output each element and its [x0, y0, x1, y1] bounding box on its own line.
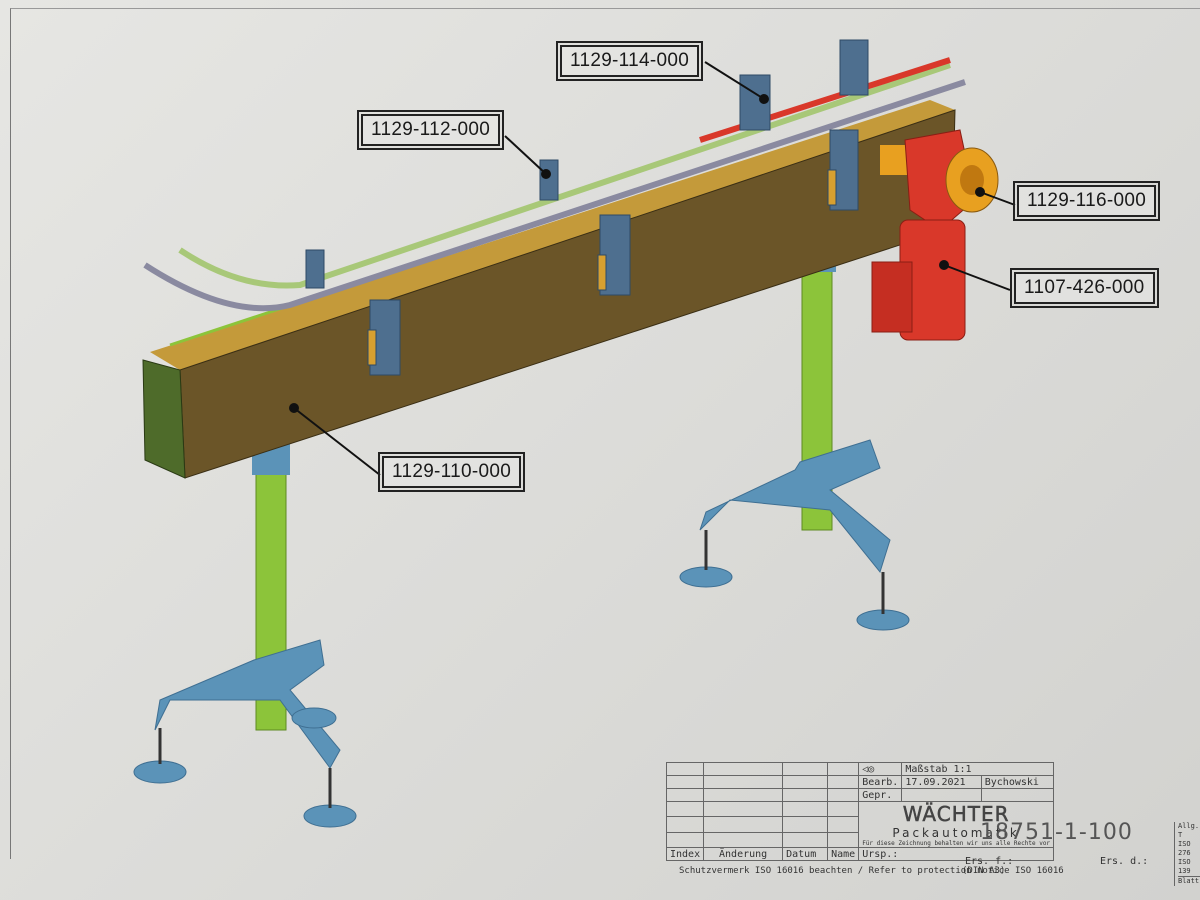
sheet-label: Blatt: [1178, 876, 1200, 885]
replaces-label: Ers. f.:: [965, 856, 1014, 867]
column-date: Datum: [782, 847, 829, 861]
general-tolerances: Allg. T ISO 276 ISO 139 Blatt: [1174, 822, 1200, 886]
projection-symbol: ◁◎: [858, 762, 903, 776]
callout-label: 1129-116-000: [1017, 185, 1157, 217]
tolerance-line: Allg. T: [1178, 822, 1200, 839]
protection-notice: Schutzvermerk ISO 16016 beachten / Refer…: [679, 866, 1064, 876]
scale: Maßstab 1:1: [901, 762, 1055, 776]
sheet-border: [10, 8, 1200, 859]
clamps: [305, 39, 869, 376]
title-block: ◁◎ Maßstab 1:1 Bearb. 17.09.2021 Bychows…: [665, 762, 1200, 877]
callout-1107-426-000: 1107-426-000: [1010, 268, 1159, 308]
replaced-by-label: Ers. d.:: [1100, 856, 1149, 867]
leader-lines: [289, 61, 1016, 476]
column-name: Name: [827, 847, 860, 861]
conveyor-frame: [142, 96, 956, 479]
tolerance-line: ISO 276: [1178, 840, 1191, 857]
callout-label: 1107-426-000: [1014, 272, 1155, 304]
tolerance-line: ISO 139: [1178, 858, 1191, 875]
edited-label: Bearb.: [858, 775, 903, 789]
checked-label: Gepr.: [858, 788, 903, 802]
edited-date: 17.09.2021: [901, 775, 982, 789]
callout-label: 1129-112-000: [361, 114, 501, 146]
gear-motor: [871, 129, 999, 341]
drawing-number: 18751-1-100: [980, 820, 1133, 845]
callout-1129-114-000: 1129-114-000: [556, 41, 704, 81]
rights-notice: Für diese Zeichnung behalten wir uns all…: [862, 840, 1051, 847]
callout-label: 1129-114-000: [560, 45, 700, 77]
front-leg: [133, 440, 357, 828]
column-index: Index: [665, 847, 705, 861]
callout-1129-112-000: 1129-112-000: [357, 110, 505, 150]
callout-1129-110-000: 1129-110-000: [378, 452, 526, 492]
company-logo: WÄCHTER: [902, 802, 1010, 827]
column-change: Änderung: [703, 847, 784, 861]
edited-by: Bychowski: [980, 775, 1055, 789]
origin-label: Ursp.:: [858, 847, 1055, 861]
callout-1129-116-000: 1129-116-000: [1013, 181, 1161, 221]
company-subtitle: Packautomatik: [892, 826, 1020, 840]
callout-label: 1129-110-000: [382, 456, 522, 488]
paper-format: (DIN A3): [962, 866, 1006, 876]
